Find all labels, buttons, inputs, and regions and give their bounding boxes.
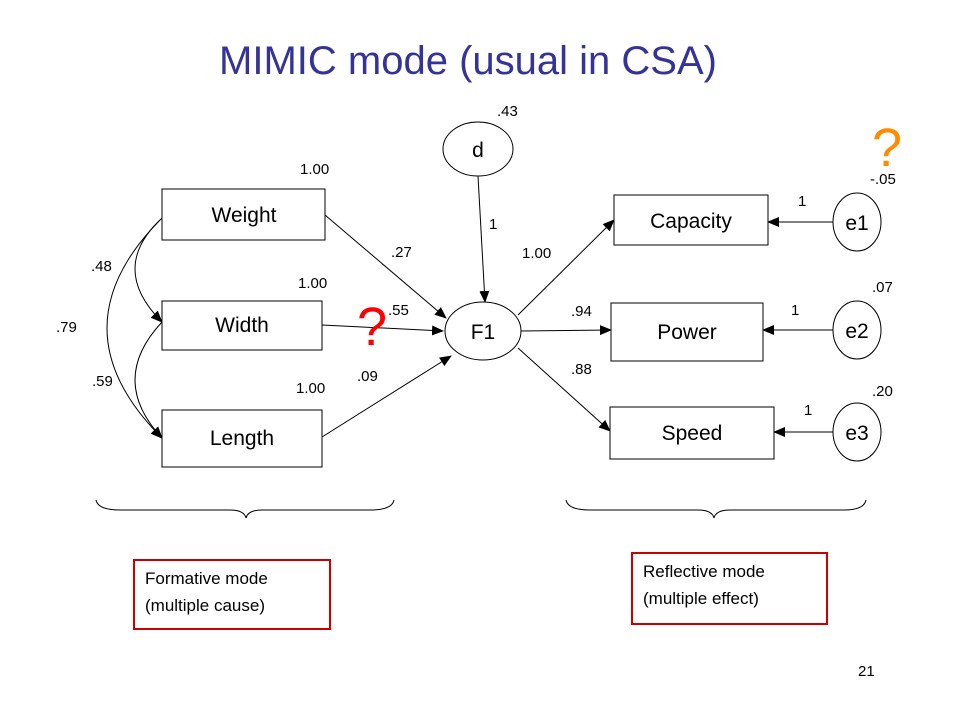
caption-reflective-line2: (multiple effect) (643, 589, 759, 608)
question-mark-width-path: ? (357, 297, 387, 357)
box-power (610, 302, 764, 362)
box-speed (609, 406, 775, 460)
path-width-f1 (321, 324, 444, 336)
covariance-width-length-label: .59 (92, 373, 113, 390)
covariance-width-length (134, 310, 174, 439)
disturbance-d (442, 121, 514, 177)
variance-e3-label: .20 (872, 383, 893, 400)
variance-e1-label: -.05 (870, 171, 896, 188)
error-e1-label: e1 (845, 212, 868, 235)
slide-title: MIMIC mode (usual in CSA) (219, 39, 717, 83)
error-e2 (832, 300, 882, 360)
variance-weight-label: 1.00 (300, 161, 329, 178)
caption-formative-line2: (multiple cause) (145, 596, 265, 615)
brace-formative (95, 499, 395, 519)
caption-reflective-box (631, 552, 828, 625)
path-length-f1-label: .09 (357, 368, 378, 385)
path-weight-f1-label: .27 (391, 244, 412, 261)
box-power-label: Power (657, 321, 717, 344)
box-weight (161, 188, 326, 241)
box-capacity-label: Capacity (650, 210, 732, 233)
page-number: 21 (858, 663, 875, 680)
variance-width-label: 1.00 (298, 275, 327, 292)
path-f1-speed (517, 347, 611, 432)
caption-formative-line1: Formative mode (145, 569, 268, 588)
path-d-f1-label: 1 (489, 216, 497, 233)
brace-reflective (565, 499, 867, 519)
error-e1 (832, 192, 882, 252)
path-f1-capacity-label: 1.00 (522, 245, 551, 262)
path-f1-power-label: .94 (571, 303, 592, 320)
path-f1-speed-label: .88 (571, 361, 592, 378)
path-d-f1 (477, 175, 490, 303)
box-length-label: Length (210, 427, 274, 450)
path-e3-speed-label: 1 (804, 402, 812, 419)
covariance-weight-length (106, 206, 174, 439)
variance-e2-label: .07 (872, 279, 893, 296)
path-e2-power-label: 1 (791, 302, 799, 319)
box-capacity (613, 194, 769, 246)
covariance-weight-length-label: .79 (56, 319, 77, 336)
covariance-weight-width-label: .48 (91, 258, 112, 275)
question-mark-e1-variance: ? (872, 118, 902, 178)
caption-reflective-line1: Reflective mode (643, 562, 765, 581)
path-e1-capacity-label: 1 (798, 193, 806, 210)
path-weight-f1 (324, 214, 447, 319)
latent-f1-label: F1 (471, 321, 496, 344)
latent-f1 (444, 301, 522, 361)
disturbance-d-label: d (472, 139, 484, 162)
box-speed-label: Speed (662, 422, 723, 445)
box-width (161, 300, 323, 351)
error-e2-label: e2 (845, 320, 868, 343)
variance-d-label: .43 (497, 103, 518, 120)
path-length-f1 (321, 355, 452, 438)
covariance-weight-width (134, 206, 174, 323)
box-width-label: Width (215, 314, 269, 337)
error-e3 (832, 402, 882, 462)
variance-length-label: 1.00 (296, 380, 325, 397)
path-f1-capacity (517, 219, 615, 316)
box-length (161, 409, 323, 468)
error-e3-label: e3 (845, 422, 868, 445)
path-width-f1-label: .55 (388, 302, 409, 319)
path-f1-power (520, 325, 612, 336)
box-weight-label: Weight (212, 204, 277, 227)
caption-formative-box (133, 559, 331, 630)
